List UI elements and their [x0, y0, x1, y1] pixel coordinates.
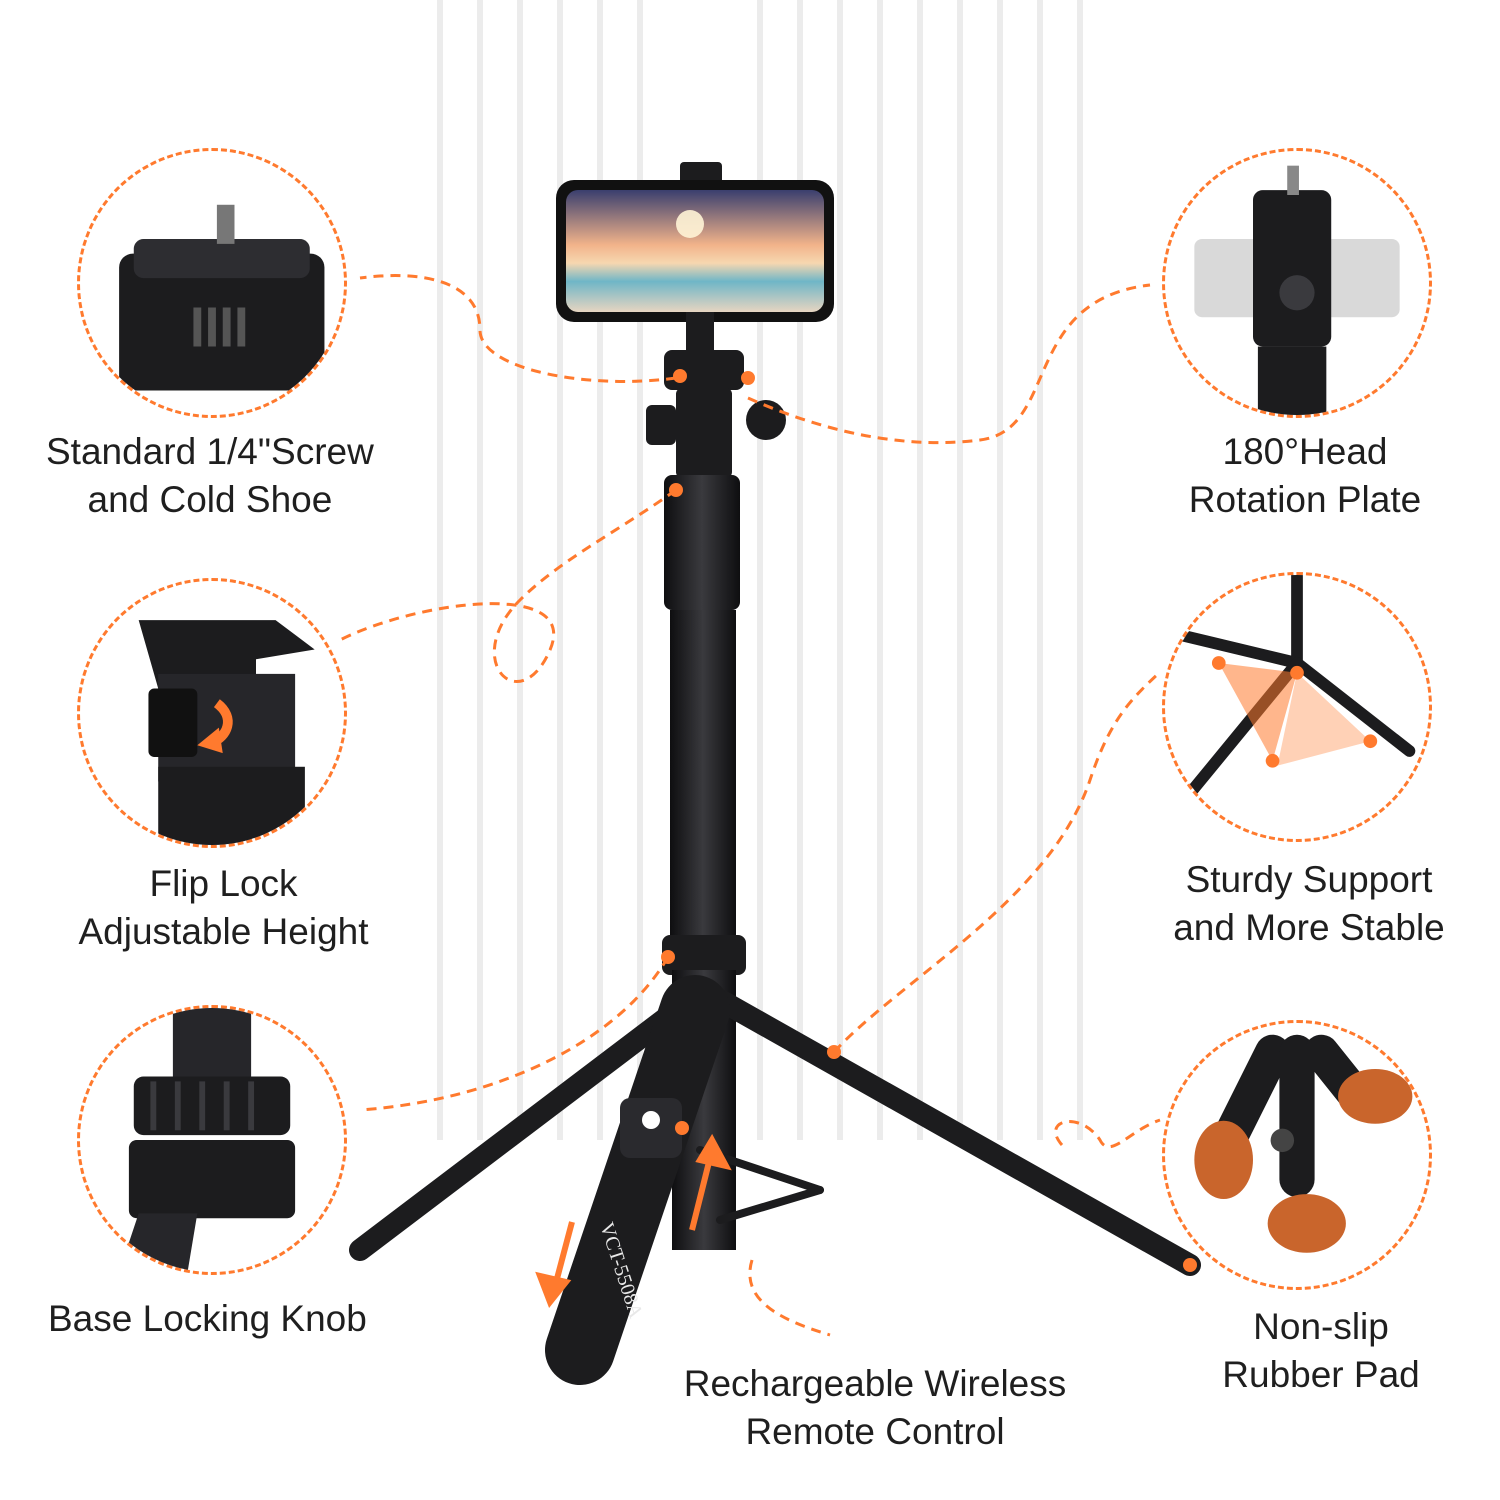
rubber-pad-illustration	[1194, 1034, 1413, 1253]
slide-arrows-icon	[535, 1133, 732, 1308]
wall-stripes	[437, 0, 1083, 1140]
leg-brace-illustration	[1168, 575, 1416, 806]
flip-lock-illustration	[138, 620, 315, 845]
callout-support-detail	[1162, 572, 1432, 842]
callout-head-detail	[1162, 148, 1432, 418]
wireless-remote	[620, 1098, 682, 1158]
rotation-head-illustration	[1194, 165, 1400, 415]
callout-screw-detail	[77, 148, 347, 418]
callout-fliplock-detail	[77, 578, 347, 848]
callout-pad-detail	[1162, 1020, 1432, 1290]
tripod-head	[646, 350, 786, 478]
smartphone	[556, 162, 834, 352]
label-knob: Base Locking Knob	[48, 1298, 367, 1339]
callout-knob-detail	[77, 1005, 347, 1275]
dashed-connector-icon	[339, 274, 1162, 1337]
screw-mount-illustration	[119, 204, 325, 391]
locking-knob-illustration	[119, 1008, 296, 1272]
tripod-legs	[349, 975, 1201, 1385]
highlight-dots	[661, 369, 1197, 1272]
